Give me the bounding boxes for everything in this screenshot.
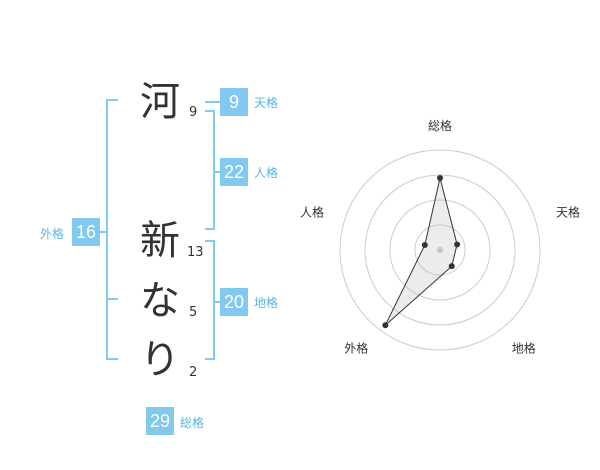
gaikaku-bracket-connector xyxy=(98,231,106,233)
radar-axis-label-4: 外格 xyxy=(344,341,368,356)
gaikaku-bracket-vertical xyxy=(106,99,108,360)
radar-area xyxy=(384,177,458,326)
jinkaku-connector xyxy=(215,171,220,173)
gaikaku-bracket-mid xyxy=(106,298,118,300)
name-char-3: な xyxy=(140,278,180,324)
radar-point-3 xyxy=(448,263,455,270)
radar-point-1 xyxy=(437,175,443,181)
radar-axis-label-3: 地格 xyxy=(512,341,536,356)
radar-center-dot xyxy=(437,247,443,253)
name-char-1: 河 xyxy=(140,79,180,125)
stroke-count-1: 9 xyxy=(189,105,198,120)
tenkaku-connector xyxy=(205,101,220,103)
jinkaku-label: 人格 xyxy=(254,166,279,180)
radar-point-4 xyxy=(382,322,389,329)
gaikaku-bracket-top xyxy=(106,99,118,101)
radar-ring xyxy=(389,199,491,301)
chikaku-bracket-top xyxy=(205,240,215,242)
radar-axis-label-1: 総格 xyxy=(428,118,452,133)
name-char-4: り xyxy=(140,337,180,383)
radar-point-2 xyxy=(454,241,461,248)
radar-ring xyxy=(414,224,466,276)
tenkaku-value-box: 9 xyxy=(220,88,248,116)
soukaku-label: 総格 xyxy=(180,416,205,430)
gaikaku-value-box: 16 xyxy=(72,218,100,246)
tenkaku-label: 天格 xyxy=(254,96,279,110)
name-char-2: 新 xyxy=(140,218,180,264)
jinkaku-value-box: 22 xyxy=(220,158,248,186)
gaikaku-bracket-bottom xyxy=(106,358,118,360)
radar-axis-label-2: 天格 xyxy=(556,204,580,219)
jinkaku-bracket-bottom xyxy=(205,228,215,230)
radar-ring xyxy=(339,149,541,351)
chikaku-label: 地格 xyxy=(254,296,279,310)
chikaku-bracket-bottom xyxy=(205,358,215,360)
stroke-count-2: 13 xyxy=(187,245,204,260)
chikaku-bracket-vertical xyxy=(213,240,215,360)
stroke-count-3: 5 xyxy=(189,305,198,320)
chikaku-connector xyxy=(215,301,220,303)
radar-axis-label-5: 人格 xyxy=(300,204,324,219)
soukaku-value-box: 29 xyxy=(146,407,174,435)
gaikaku-label: 外格 xyxy=(40,227,65,241)
radar-point-5 xyxy=(421,242,428,249)
jinkaku-bracket-vertical xyxy=(213,110,215,230)
chikaku-value-box: 20 xyxy=(220,288,248,316)
jinkaku-bracket-top xyxy=(205,110,215,112)
stroke-count-4: 2 xyxy=(189,365,198,380)
